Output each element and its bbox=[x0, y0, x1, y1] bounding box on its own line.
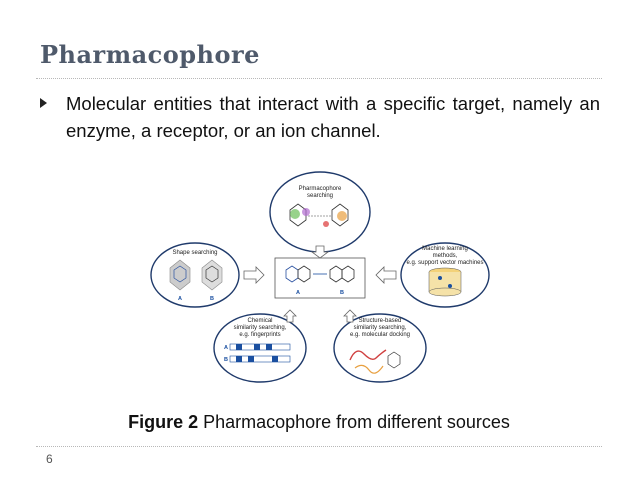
bottom-left-label-line2: similarity searching, bbox=[234, 325, 287, 331]
bottom-right-label-line1: Structure-based bbox=[359, 318, 402, 324]
fp-label-a: A bbox=[224, 345, 228, 351]
pharmacophore-searching-panel: Pharmacophore searching bbox=[269, 171, 371, 253]
bottom-right-label-line3: e.g. molecular docking bbox=[350, 332, 410, 338]
shape-searching-panel: Shape searching A B bbox=[150, 242, 240, 308]
figure-caption: Figure 2 Pharmacophore from different so… bbox=[0, 412, 638, 433]
title-divider bbox=[36, 78, 602, 79]
bottom-right-label-line2: similarity searching, bbox=[354, 325, 407, 331]
fp-label-b: B bbox=[224, 357, 228, 363]
bottom-left-label-line1: Chemical bbox=[247, 318, 272, 324]
arrow-up-right-icon bbox=[343, 309, 357, 323]
pharmacophore-figure: Pharmacophore searching Shape searching … bbox=[150, 171, 490, 383]
structure-based-panel: Structure-based similarity searching, e.… bbox=[333, 313, 427, 383]
slide-title: Pharmacophore bbox=[40, 40, 260, 69]
arrow-left-icon bbox=[375, 266, 397, 284]
left-label: Shape searching bbox=[172, 250, 217, 256]
bottom-left-label-line3: e.g. fingerprints bbox=[239, 332, 280, 338]
arrows bbox=[243, 245, 397, 323]
page-number: 6 bbox=[46, 452, 53, 466]
top-label-line2: searching bbox=[307, 193, 333, 199]
bullet-item: Molecular entities that interact with a … bbox=[40, 90, 600, 144]
machine-learning-panel: Machine learning methods, e.g. support v… bbox=[400, 242, 490, 308]
arrow-up-left-icon bbox=[283, 309, 297, 323]
fingerprint-a bbox=[229, 343, 291, 351]
right-label-line2: methods, bbox=[433, 253, 458, 259]
left-label-b: B bbox=[210, 296, 214, 302]
right-label-line1: Machine learning bbox=[422, 246, 468, 252]
center-label-b: B bbox=[340, 290, 344, 296]
right-label-line3: e.g. support vector machines bbox=[406, 260, 483, 266]
arrow-right-icon bbox=[243, 266, 265, 284]
top-label-line1: Pharmacophore bbox=[299, 186, 342, 192]
left-label-a: A bbox=[178, 296, 182, 302]
caption-prefix: Figure 2 bbox=[128, 412, 199, 432]
center-molecules-box: A B bbox=[274, 257, 366, 299]
arrow-down-icon bbox=[310, 245, 330, 259]
bullet-text: Molecular entities that interact with a … bbox=[66, 93, 600, 141]
footer-divider bbox=[36, 446, 602, 447]
center-label-a: A bbox=[296, 290, 300, 296]
chemical-similarity-panel: Chemical similarity searching, e.g. fing… bbox=[213, 313, 307, 383]
caption-text: Pharmacophore from different sources bbox=[198, 412, 510, 432]
fingerprint-b bbox=[229, 355, 291, 363]
bullet-arrow-icon bbox=[40, 90, 66, 144]
